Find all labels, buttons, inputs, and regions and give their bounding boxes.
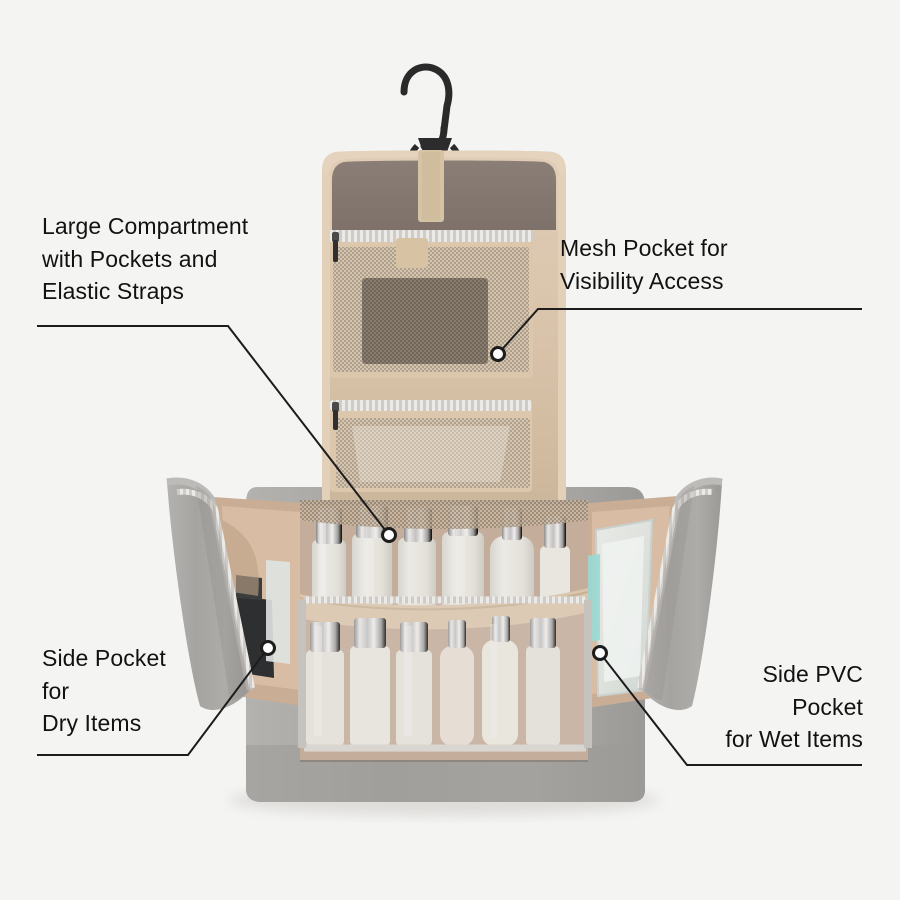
mesh-pocket-upper-tab	[396, 238, 428, 268]
marker-mesh-pocket	[490, 346, 506, 362]
right-pocket-towel	[602, 536, 644, 682]
leader-line-large-compartment	[37, 325, 390, 536]
right-pocket-flap-edge	[638, 477, 723, 691]
marker-side-pocket-dry	[260, 640, 276, 656]
left-pocket-flap	[167, 481, 250, 711]
callout-label-mesh-pocket: Mesh Pocket for Visibility Access	[560, 235, 728, 294]
left-pocket-bottle	[266, 560, 290, 664]
right-side-pvc-pocket-wet	[588, 477, 723, 711]
mesh-pocket-lower-zipper	[330, 400, 532, 411]
front-clear-zip-pocket	[301, 596, 588, 752]
hook-base-clip	[418, 138, 452, 152]
flap-bottom-edge	[322, 492, 566, 500]
leader-line-side-pvc-pocket	[599, 652, 862, 766]
flap-left-binding	[322, 172, 330, 500]
mesh-pocket-upper-zipper	[329, 230, 533, 242]
left-pocket-flap-edge	[166, 477, 254, 691]
marker-large-compartment	[381, 527, 397, 543]
leader-line-side-pocket-dry	[37, 647, 269, 756]
upper-flap-panel	[322, 150, 566, 500]
left-pocket-flap-shade	[196, 486, 250, 700]
marker-side-pvc-pocket	[592, 645, 608, 661]
zipper-pull-upper	[332, 232, 339, 262]
callout-label-large-compartment: Large Compartment with Pockets and Elast…	[42, 213, 249, 305]
bottle-row-lower	[306, 616, 560, 746]
right-pocket-flap-shade	[642, 486, 694, 700]
main-compartment-with-elastic-straps	[300, 505, 588, 760]
left-side-pocket-dry	[166, 477, 302, 711]
right-pocket-zipper	[637, 488, 713, 689]
callout-label-side-pvc-pocket: Side PVC Pocket for Wet Items	[725, 661, 863, 753]
zipper-pull-lower	[332, 402, 339, 430]
flap-right-binding	[558, 172, 566, 500]
leader-line-mesh-pocket	[497, 308, 862, 355]
flap-top-binding	[322, 150, 566, 176]
compartment-top-mesh-band	[300, 500, 588, 529]
right-pocket-flap	[642, 481, 722, 711]
callout-label-side-pocket-dry: Side Pocket for Dry Items	[42, 645, 166, 737]
left-pocket-zipper	[176, 488, 255, 689]
